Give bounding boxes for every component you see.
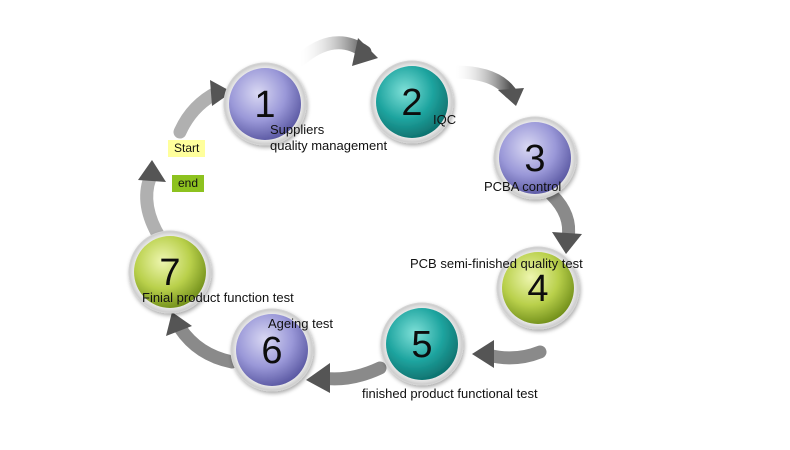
arrow-3-to-4 [545,188,576,245]
arrow-head-6-to-7 [166,312,192,336]
arrow-head-5-to-6 [306,363,330,393]
step-7-label: Finial product function test [142,290,294,305]
step-5-number: 5 [411,324,432,366]
step-1-number: 1 [254,84,275,126]
step-5-node: 5 [380,302,464,386]
step-2-number: 2 [401,82,422,124]
step-3-circle [499,122,571,194]
step-3-label: PCBA control [484,179,562,194]
step-4-node: 4 [496,246,580,330]
step-7-number: 7 [159,252,180,294]
step-1-label-line-1: Suppliers [270,122,325,137]
step-6-label: Ageing test [268,316,334,331]
step-3-node: 3 [493,116,577,200]
arrow-head-2-to-3 [498,88,524,106]
step-4-circle [502,252,574,324]
step-5-circle [386,308,458,380]
arrow-head-1-to-2 [352,38,378,66]
step-1-label-line-2: quality management [270,138,388,153]
step-7-circle [134,236,206,308]
step-6-node: 6 [230,308,314,392]
end-tag: end [172,175,205,192]
arrow-4-to-5 [481,345,547,365]
step-5-label: finished product functional test [362,386,538,401]
arrow-head-7-to-start [138,160,166,182]
arrow-head-3-to-4 [552,232,582,254]
arrow-2-to-3 [448,65,517,99]
step-7-node: 7 [128,230,212,314]
arrow-6-to-7 [173,321,239,369]
step-2-node: 2 [370,60,454,144]
arrow-5-to-6 [315,361,387,386]
step-circles: 1 2 3 4 5 6 7 [128,60,580,392]
step-6-number: 6 [261,330,282,372]
arrow-head-start-to-1 [210,80,232,106]
start-tag: Start [168,140,206,157]
arrow-7-to-start [140,171,167,245]
step-1-label: Suppliers quality management [270,122,387,154]
step-1-node: 1 [223,62,307,146]
step-4-label: PCB semi-finished quality test [410,256,583,271]
arrows [138,36,582,393]
step-3-number: 3 [524,138,545,180]
step-4-number: 4 [527,268,548,310]
step-2-label: IQC [433,112,457,127]
arrow-head-4-to-5 [472,340,494,368]
step-2-circle [376,66,448,138]
step-6-circle [236,314,308,386]
step-1-circle [229,68,301,140]
